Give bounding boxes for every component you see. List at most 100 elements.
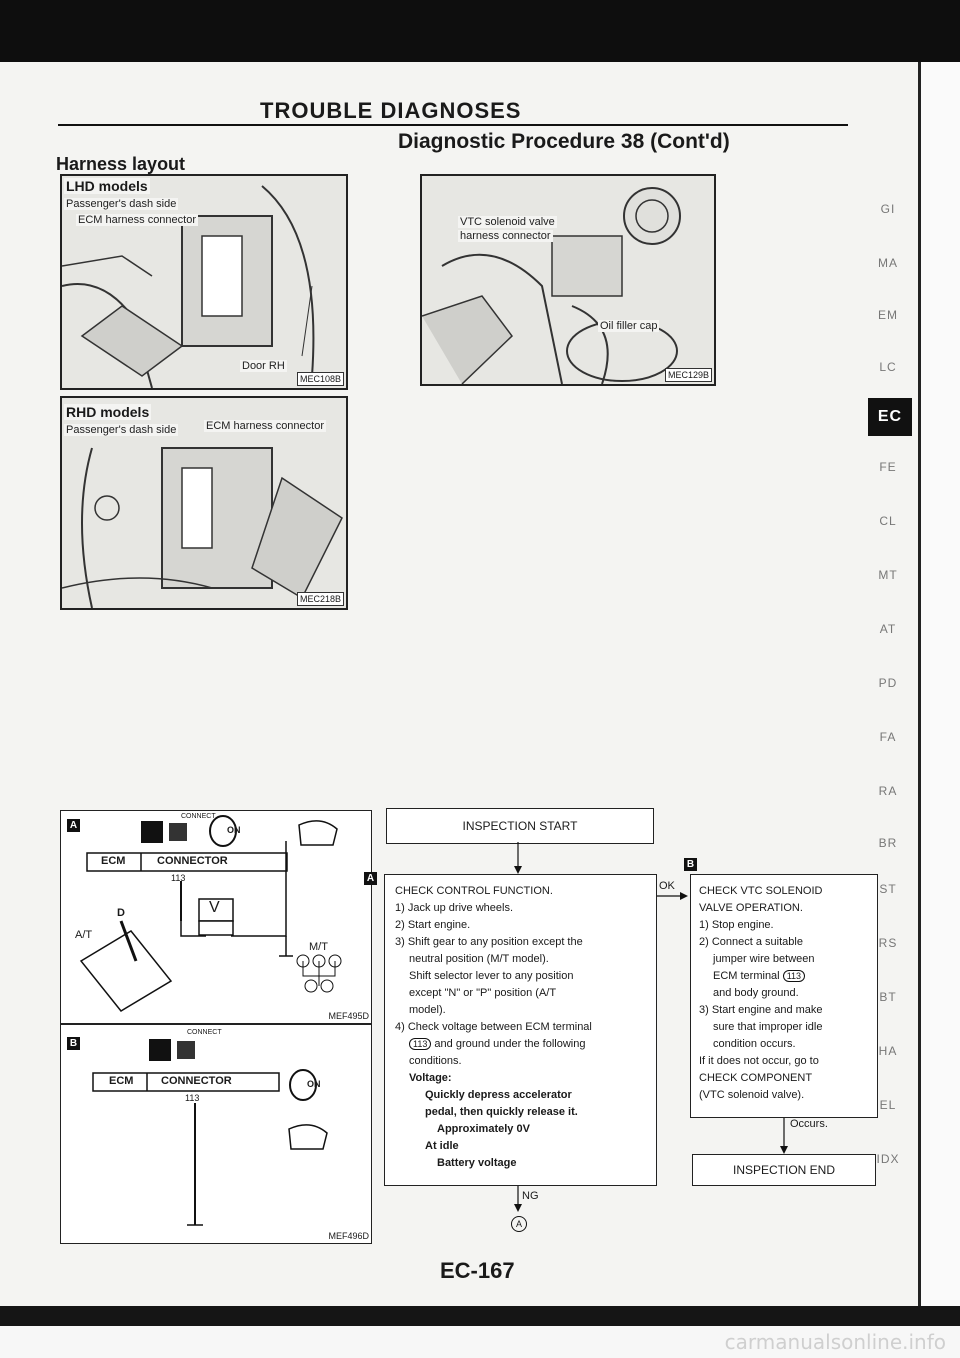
tab-cl[interactable]: CL (879, 514, 897, 528)
figure-a-marker: A (67, 819, 80, 832)
figure-a-connector: CONNECTOR (157, 855, 228, 867)
lhd-label-connector: ECM harness connector (76, 214, 198, 226)
figure-a-mt: M/T (309, 941, 328, 953)
check-vtc-box: CHECK VTC SOLENOID VALVE OPERATION. 1) S… (690, 874, 878, 1118)
step-1: 1) Jack up drive wheels. (395, 902, 513, 914)
figure-a-terminal: 113 (171, 873, 186, 883)
figure-b-ecm: ECM (109, 1075, 134, 1087)
figure-a-gear-d: D (117, 907, 125, 919)
scan-bottom-bar (0, 1306, 960, 1326)
tab-el[interactable]: EL (879, 1098, 897, 1112)
step-3a: 3) Shift gear to any position except the (395, 936, 583, 948)
figure-a-connect: CONNECT (181, 813, 216, 820)
figure-b: B CONNECT ON ECM CONNECTOR 113 MEF496D (60, 1024, 372, 1244)
flow-marker-a: A (364, 872, 377, 885)
vtc-line-8: 3) Start engine and make (699, 1004, 823, 1016)
inspection-start-box: INSPECTION START (386, 808, 654, 844)
tab-rs[interactable]: RS (878, 936, 898, 950)
step-3c: Shift selector lever to any position (409, 970, 574, 982)
tab-fe[interactable]: FE (879, 460, 897, 474)
figure-b-drawing (92, 1039, 328, 1226)
voltage-cond-3: At idle (425, 1140, 459, 1152)
vtc-line-9: sure that improper idle (713, 1021, 823, 1033)
vtc-line-12: CHECK COMPONENT (699, 1072, 813, 1084)
binder-edge (918, 62, 960, 1306)
voltage-value-2: Battery voltage (437, 1157, 517, 1169)
footer-watermark[interactable]: carmanualsonline.info (724, 1330, 946, 1354)
tab-pd[interactable]: PD (878, 676, 898, 690)
tab-fa[interactable]: FA (879, 730, 897, 744)
lhd-figure-code: MEC108B (296, 372, 344, 386)
flow-end-marker: A (511, 1216, 527, 1232)
tab-ec[interactable]: EC (868, 398, 912, 436)
rhd-title: RHD models (64, 404, 152, 420)
tab-st[interactable]: ST (879, 882, 897, 896)
tab-lc[interactable]: LC (879, 360, 897, 374)
vtc-line-1: CHECK VTC SOLENOID (699, 885, 823, 897)
step-3b: neutral position (M/T model). (409, 953, 549, 965)
tab-idx[interactable]: IDX (876, 1152, 900, 1166)
vtc-figure-code: MEC129B (664, 368, 712, 382)
page-subtitle: Diagnostic Procedure 38 (Cont'd) (398, 130, 730, 153)
tab-ha[interactable]: HA (878, 1044, 898, 1058)
vtc-line-11: If it does not occur, go to (699, 1055, 819, 1067)
vtc-line-2: VALVE OPERATION. (699, 902, 803, 914)
vtc-line-5: jumper wire between (713, 953, 815, 965)
step-4a: 4) Check voltage between ECM terminal (395, 1021, 592, 1033)
flow-marker-b: B (684, 858, 697, 871)
tab-bt[interactable]: BT (879, 990, 897, 1004)
vtc-harness-figure: VTC solenoid valve harness connector Oil… (420, 174, 716, 386)
figure-a-at: A/T (75, 929, 93, 941)
harness-layout-heading: Harness layout (56, 154, 186, 174)
lhd-harness-figure: LHD models Passenger's dash side ECM har… (60, 174, 348, 390)
lhd-label-dash: Passenger's dash side (64, 198, 179, 210)
vtc-label-valve: VTC solenoid valve (458, 216, 557, 228)
ok-label: OK (659, 880, 675, 892)
figure-a-on: ON (227, 825, 241, 835)
vtc-terminal-badge: 113 (782, 970, 806, 982)
page-number: EC-167 (440, 1258, 515, 1283)
scan-top-bar (0, 0, 960, 62)
vtc-label-oil-cap: Oil filler cap (598, 320, 660, 332)
tab-br[interactable]: BR (878, 836, 898, 850)
vtc-line-3: 1) Stop engine. (699, 919, 774, 931)
tab-ma[interactable]: MA (878, 256, 898, 270)
vtc-line-4: 2) Connect a suitable (699, 936, 803, 948)
tab-mt[interactable]: MT (878, 568, 898, 582)
tab-at[interactable]: AT (879, 622, 897, 636)
step-3e: model). (409, 1004, 446, 1016)
rhd-drawing (62, 447, 343, 608)
voltage-label: Voltage: (409, 1072, 452, 1084)
check-control-title: CHECK CONTROL FUNCTION. (395, 885, 553, 897)
step-4c: conditions. (409, 1055, 462, 1067)
tab-em[interactable]: EM (878, 308, 898, 322)
footer-strip (0, 1326, 960, 1358)
figure-b-on: ON (307, 1079, 321, 1089)
rhd-label-connector: ECM harness connector (204, 420, 326, 432)
occurs-label: Occurs. (790, 1118, 828, 1130)
step-4b: 113 and ground under the following (395, 1036, 653, 1053)
figure-b-connect: CONNECT (187, 1029, 222, 1036)
voltage-value-1: Approximately 0V (437, 1123, 530, 1135)
lhd-drawing (62, 185, 315, 388)
inspection-end-box: INSPECTION END (692, 1154, 876, 1186)
check-control-function-box: CHECK CONTROL FUNCTION. 1) Jack up drive… (384, 874, 657, 1186)
vtc-line-6: ECM terminal 113 (699, 968, 875, 985)
check-control-steps: CHECK CONTROL FUNCTION. 1) Jack up drive… (395, 883, 653, 1172)
figure-a: A CONNECT ON ECM CONNECTOR 113 V D A/T M… (60, 810, 372, 1024)
step-4b-rest: and ground under the following (434, 1038, 586, 1050)
voltage-cond-2: pedal, then quickly release it. (425, 1106, 578, 1118)
step-2: 2) Start engine. (395, 919, 471, 931)
tab-gi[interactable]: GI (880, 202, 896, 216)
tab-ra[interactable]: RA (878, 784, 898, 798)
page-title: TROUBLE DIAGNOSES (260, 98, 522, 123)
ng-label: NG (522, 1190, 539, 1202)
vtc-drawing (422, 187, 681, 384)
step-3d: except "N" or "P" position (A/T (409, 987, 557, 999)
vtc-line-13: (VTC solenoid valve). (699, 1089, 805, 1101)
figure-a-drawing (79, 815, 342, 1012)
vtc-line-6-text: ECM terminal (713, 970, 780, 982)
voltage-cond-1: Quickly depress accelerator (425, 1089, 572, 1101)
vtc-label-connector: harness connector (458, 230, 553, 242)
